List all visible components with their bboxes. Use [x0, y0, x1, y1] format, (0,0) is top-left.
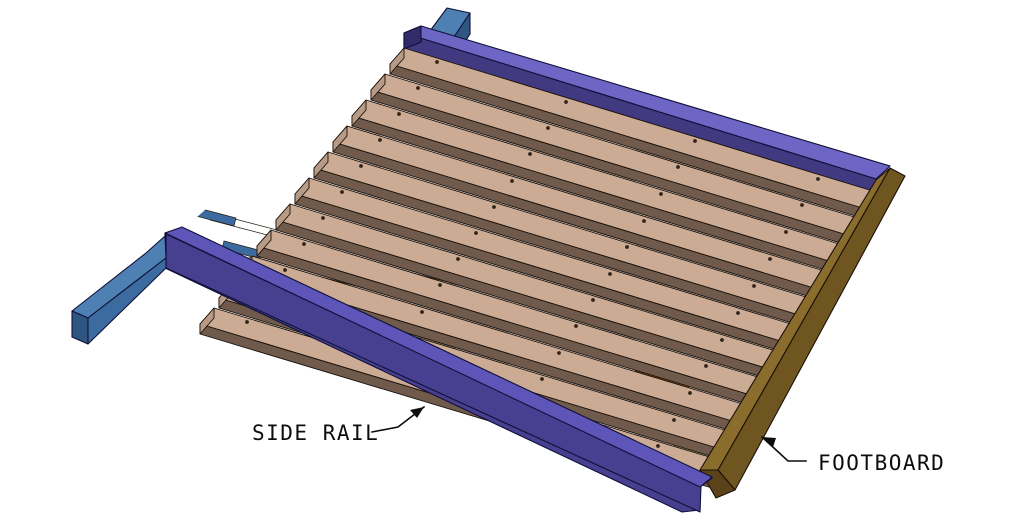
arrowhead-side-rail	[410, 407, 424, 418]
headboard-post-near	[71, 235, 167, 345]
arrowhead-footboard	[762, 437, 776, 447]
slat	[256, 229, 772, 408]
footboard	[699, 167, 906, 499]
callout-label-side-rail: SIDE RAIL	[252, 421, 379, 445]
side-rail-far	[403, 25, 891, 197]
slat	[313, 151, 817, 327]
leader-line-footboard	[760, 435, 807, 462]
callout-footboard[interactable]: FOOTBOARD	[760, 435, 945, 475]
callout-side-rail[interactable]: SIDE RAIL	[252, 405, 426, 445]
slat	[275, 203, 787, 381]
callout-label-footboard: FOOTBOARD	[818, 451, 945, 475]
